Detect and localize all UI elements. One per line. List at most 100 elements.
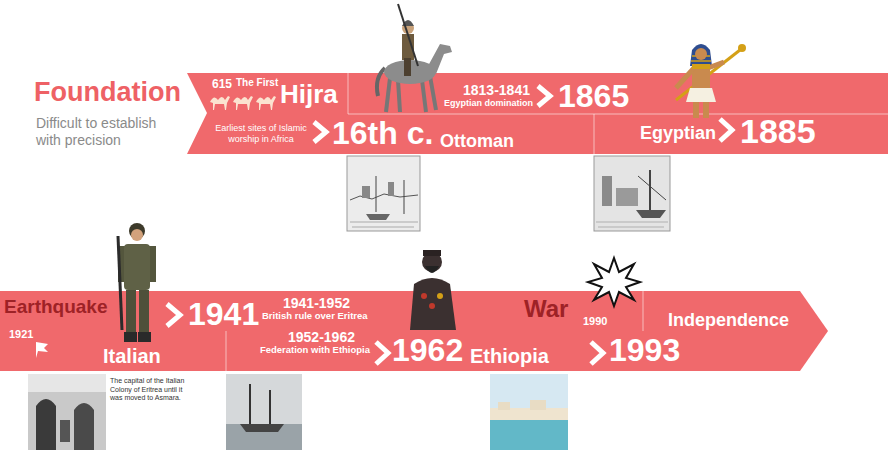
- figure-part: [226, 424, 302, 450]
- timeline-text: 1990: [583, 316, 607, 327]
- figure-part: [428, 44, 452, 74]
- timeline-text: Earthquake: [4, 297, 107, 316]
- figure-part: [691, 60, 711, 62]
- figure-part: [376, 342, 388, 364]
- band-divider: [226, 331, 227, 371]
- figure-part: [437, 293, 443, 299]
- figure-part: [60, 420, 70, 442]
- figure-part: [638, 176, 666, 200]
- figure-part: [490, 374, 568, 450]
- figure-part: [602, 176, 612, 206]
- figure-part: [131, 229, 143, 241]
- figure-part: [139, 290, 149, 334]
- figure-part: [690, 44, 712, 66]
- timeline-text: 1885: [740, 114, 816, 148]
- figure-part: [28, 374, 106, 450]
- figure-part: [138, 332, 151, 342]
- figure-part: [636, 210, 666, 218]
- timeline-text: 1921: [9, 329, 33, 340]
- flag-icon: [36, 342, 48, 358]
- figure-part: [703, 102, 709, 118]
- timeline-text: 16th c.: [332, 117, 433, 149]
- timeline-band: 615 The FirstHijraEarliest sites of Islam…: [187, 73, 888, 154]
- harbour-photo: [226, 374, 302, 450]
- photo-caption: The capital of the Italian Colony of Eri…: [110, 377, 190, 403]
- figure-part: [594, 156, 670, 231]
- figure-part: [591, 342, 603, 364]
- figure-part: [210, 96, 230, 110]
- timeline-text: 1962: [392, 334, 463, 366]
- figure-part: [404, 58, 411, 76]
- chevrons: [167, 86, 732, 364]
- figure-part: [404, 180, 405, 214]
- engraving-photo-2: [594, 156, 670, 231]
- soldier-figure: [118, 223, 156, 342]
- figure-part: [167, 304, 180, 326]
- figure-part: [240, 424, 284, 432]
- band-divider: [348, 73, 349, 114]
- figure-part: [676, 68, 694, 88]
- figure-part: [362, 186, 370, 198]
- figure-part: [352, 227, 414, 228]
- timeline-text: The First: [236, 78, 278, 88]
- figure-part: [695, 48, 707, 60]
- figure-part: [350, 194, 418, 200]
- figure-part: [226, 374, 302, 450]
- figure-part: [256, 96, 276, 110]
- figure-part: [347, 156, 420, 231]
- explosion-symbol: [588, 258, 640, 306]
- figure-part: [425, 266, 439, 273]
- figure-part: [498, 402, 510, 410]
- seafront-photo: [490, 374, 568, 450]
- pharaoh-figure: [676, 44, 746, 118]
- engraving-photo-1: [347, 156, 420, 231]
- band-divider: [594, 114, 595, 154]
- figure-part: [490, 408, 568, 422]
- figure-part: [388, 182, 394, 196]
- figure-part: [490, 420, 568, 450]
- figure-part: [708, 62, 724, 68]
- figure-part: [686, 88, 716, 102]
- figure-part: [124, 332, 137, 342]
- street-photo: [28, 374, 106, 450]
- figure-part: [616, 188, 638, 206]
- timeline-text: Earliest sites of Islamic worship in Afr…: [212, 123, 310, 145]
- figure-part: [422, 80, 426, 112]
- figure-part: [233, 96, 253, 110]
- figure-part: [269, 390, 271, 426]
- timeline-text: British rule over Eritrea: [262, 311, 368, 321]
- timeline-text: 615: [212, 78, 232, 90]
- figure-part: [649, 170, 651, 210]
- timeline-text: Italian: [103, 346, 161, 366]
- horseman-figure: [377, 4, 452, 112]
- figure-part: [376, 176, 377, 212]
- timeline-text: 1993: [609, 334, 680, 366]
- camels: [210, 96, 276, 110]
- timeline-text: Ottoman: [440, 132, 514, 150]
- figure-part: [693, 102, 699, 118]
- figure-part: [350, 222, 418, 223]
- emperor-figure: [410, 250, 456, 330]
- figure-part: [398, 4, 418, 66]
- note-text: Difficult to establish with precision: [36, 115, 176, 149]
- figure-part: [386, 78, 390, 112]
- band-divider: [643, 291, 644, 331]
- band-fill: [187, 73, 888, 154]
- figure-part: [421, 293, 427, 299]
- figure-part: [398, 80, 400, 112]
- timeline-text: 1813-1841: [463, 83, 530, 97]
- timeline-text: 1941-1952: [283, 296, 350, 310]
- timeline-text: Egyptian domination: [444, 99, 533, 108]
- figure-part: [538, 86, 550, 106]
- figure-part: [530, 400, 546, 410]
- figure-part: [124, 244, 150, 290]
- figure-part: [692, 64, 710, 69]
- figure-part: [314, 122, 326, 142]
- figure-part: [429, 303, 435, 309]
- timeline-text: Hijra: [280, 81, 338, 107]
- figure-part: [596, 222, 668, 223]
- figure-part: [598, 227, 664, 228]
- timeline-text: Federation with Ethiopia: [260, 345, 370, 354]
- figure-part: [366, 214, 390, 220]
- figure-part: [28, 374, 106, 392]
